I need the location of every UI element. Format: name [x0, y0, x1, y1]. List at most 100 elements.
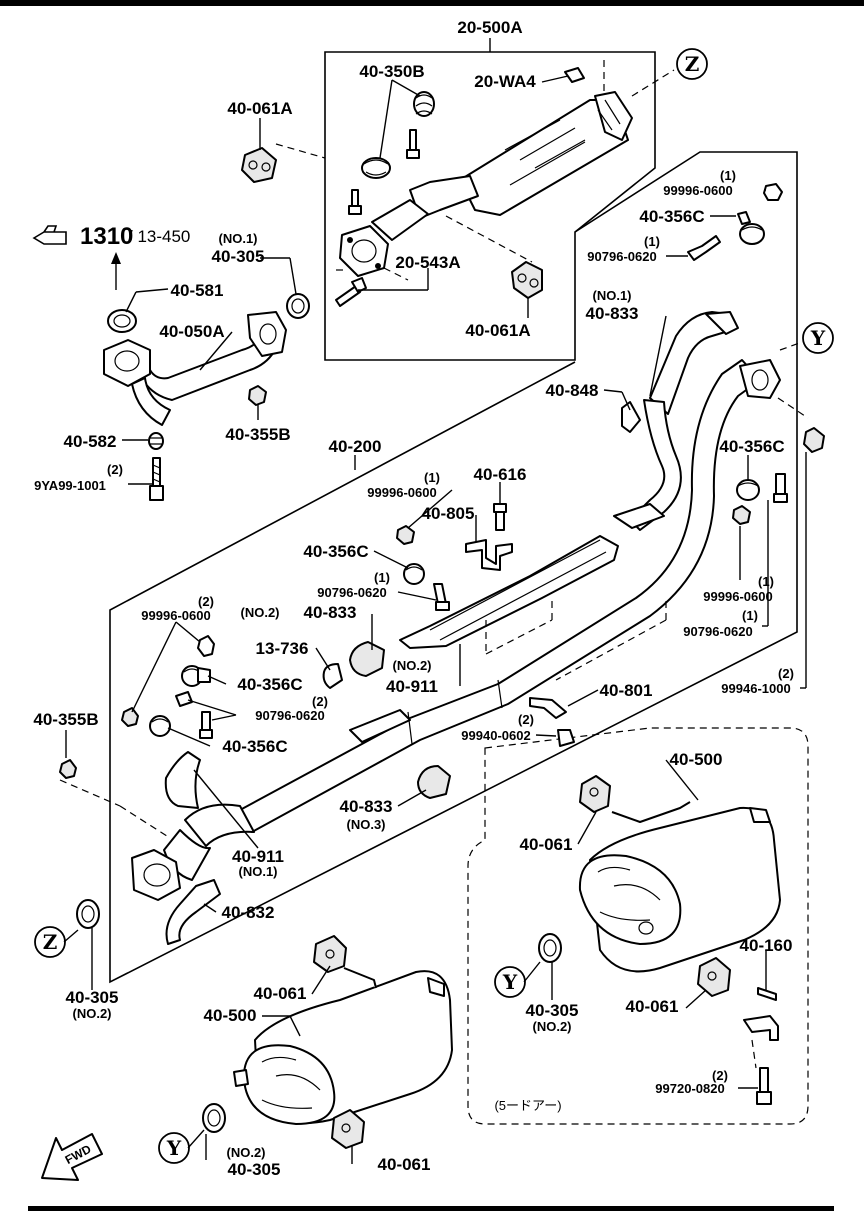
label-99996-0600-d: 99996-0600 — [141, 608, 210, 623]
nut-40-355B-top — [248, 385, 267, 406]
label-40-833-c: 40-833 — [340, 797, 393, 816]
muffler-40-500-bottom — [233, 967, 453, 1125]
label-40-500-b: 40-500 — [204, 1006, 257, 1025]
nut-99996-0600-center — [396, 525, 415, 545]
hand-pointer-icon — [32, 225, 67, 245]
label-qty1-f: (1) — [742, 608, 758, 623]
label-qty2-c: (2) — [312, 694, 328, 709]
clamp-40-356C-right — [736, 479, 760, 501]
label-ref-1310: 1310 — [80, 223, 133, 250]
label-40-200: 40-200 — [329, 437, 382, 456]
label-40-356C-a: 40-356C — [639, 207, 704, 226]
label-qty2-f: (2) — [712, 1068, 728, 1083]
label-40-350B: 40-350B — [359, 62, 424, 81]
bracket-40-805 — [465, 539, 513, 571]
bottom-border-bar — [28, 1206, 834, 1211]
spring-clamp-40-350B — [361, 91, 435, 179]
label-qty1-c: (1) — [424, 470, 440, 485]
five-door-group-box — [467, 727, 809, 1125]
ref-pointer-arrow — [111, 252, 121, 290]
bolt-90796-0620-left — [175, 691, 213, 739]
nut-99946-1000 — [803, 427, 825, 453]
label-40-305-b: 40-305 — [66, 988, 119, 1007]
label-40-801: 40-801 — [600, 681, 653, 700]
svg-text:Z: Z — [685, 52, 700, 76]
label-40-305-d: 40-305 — [228, 1160, 281, 1179]
label-40-356C-e: 40-356C — [222, 737, 287, 756]
label-qty1-b: (1) — [644, 234, 660, 249]
label-90796-0620-b: 90796-0620 — [317, 585, 386, 600]
label-40-050A: 40-050A — [159, 322, 224, 341]
main-pipe-40-200 — [131, 359, 781, 901]
label-40-848: 40-848 — [546, 381, 599, 400]
bolt-90796-0620-right — [773, 473, 788, 503]
label-40-356C-c: 40-356C — [303, 542, 368, 561]
label-qty1-e: (1) — [758, 574, 774, 589]
label-no1-c: (NO.1) — [239, 864, 278, 879]
label-40-061-a: 40-061 — [520, 835, 573, 854]
gasket-40-305-no2-5door — [538, 933, 562, 963]
label-40-356C-d: 40-356C — [237, 675, 302, 694]
bracket-40-848 — [621, 401, 641, 433]
gasket-40-305-no2-bottom — [202, 1103, 226, 1133]
label-no2-e: (NO.2) — [227, 1145, 266, 1160]
callout-z-top: Z — [676, 48, 708, 80]
label-90796-0620-c: 90796-0620 — [683, 624, 752, 639]
label-99940-0602: 99940-0602 — [461, 728, 530, 743]
bolt-9YA99-1001 — [149, 457, 164, 501]
label-40-061-c: 40-061 — [626, 997, 679, 1016]
label-9YA99-1001: 9YA99-1001 — [34, 478, 106, 493]
bolt-40-616 — [493, 503, 507, 531]
label-no1-a: (NO.1) — [219, 231, 258, 246]
label-no2-a: (NO.2) — [241, 605, 280, 620]
label-qty2-a: (2) — [107, 462, 123, 477]
top-border-bar — [0, 0, 864, 6]
nut-99996-0600-top — [763, 183, 783, 201]
label-qty2-d: (2) — [518, 712, 534, 727]
label-99996-0600-a: 99996-0600 — [663, 183, 732, 198]
callout-z-left: Z — [34, 926, 66, 958]
label-40-832: 40-832 — [222, 903, 275, 922]
svg-text:Y: Y — [810, 326, 826, 350]
clamp-40-356C-left-b — [149, 715, 171, 737]
label-20-543A: 20-543A — [395, 253, 460, 272]
label-40-582: 40-582 — [64, 432, 117, 451]
label-40-061-b: 40-061 — [254, 984, 307, 1003]
label-40-911-a: 40-911 — [386, 677, 438, 696]
main-pipe-group-box — [109, 151, 798, 984]
heat-insulator-40-911-no2 — [399, 535, 619, 649]
rubber-hanger-40-061A-top — [241, 147, 277, 183]
bolts-converter — [348, 129, 420, 215]
svg-text:Y: Y — [166, 1136, 182, 1160]
front-pipe-40-050A — [103, 311, 287, 426]
muffler-40-500-5door — [578, 801, 781, 973]
rubber-40-833-no2 — [349, 641, 385, 677]
clip-13-736 — [322, 663, 343, 689]
dashed-guide-lines — [59, 60, 809, 1069]
gasket-40-305-no2-left — [76, 899, 100, 929]
label-13-736: 13-736 — [256, 639, 309, 658]
label-qty2-b: (2) — [198, 594, 214, 609]
main-pipe-branch-40-833 — [613, 311, 739, 531]
insulator-40-832 — [165, 879, 221, 945]
spring-40-582 — [148, 432, 164, 450]
label-99996-0600-c: 99996-0600 — [703, 589, 772, 604]
label-ref-13-450: / 13-450 — [128, 227, 190, 246]
label-99946-1000: 99946-1000 — [721, 681, 790, 696]
part-labels: 20-500A 40-350B 20-WA4 40-061A 1310 / 13… — [32, 18, 794, 1179]
gasket-40-581 — [107, 309, 137, 333]
callout-y-right: Y — [802, 322, 834, 354]
label-no2-d: (NO.2) — [533, 1019, 572, 1034]
svg-text:Y: Y — [502, 970, 518, 994]
label-no1-b: (NO.1) — [593, 288, 632, 303]
nut-99940-0602 — [557, 729, 575, 747]
gasket-40-305-no1 — [286, 293, 310, 319]
rubber-hanger-40-061A-mid — [511, 261, 543, 299]
label-no3: (NO.3) — [347, 817, 386, 832]
hanger-40-160 — [743, 987, 779, 1041]
label-40-061A-top: 40-061A — [227, 99, 292, 118]
label-40-061A-mid: 40-061A — [465, 321, 530, 340]
label-40-581: 40-581 — [171, 281, 224, 300]
label-40-160: 40-160 — [740, 936, 793, 955]
